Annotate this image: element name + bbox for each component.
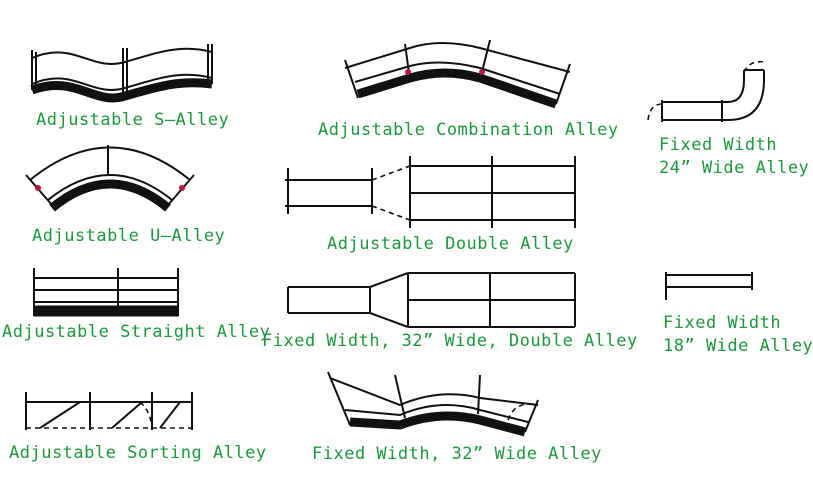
label-combination-alley: Adjustable Combination Alley: [318, 120, 619, 140]
label-sorting-alley: Adjustable Sorting Alley: [9, 443, 267, 463]
label-s-alley: Adjustable S–Alley: [36, 110, 230, 130]
label-fixed-24-line2: 24” Wide Alley: [659, 158, 810, 178]
label-fixed-32-alley: Fixed Width, 32” Wide Alley: [312, 444, 602, 464]
u-alley-drawing: [25, 145, 195, 212]
alley-catalog-diagram: Adjustable S–Alley Adjustable Combinatio…: [2, 39, 813, 464]
fixed-32-double-alley-drawing: [287, 272, 576, 328]
combination-alley-drawing: [344, 39, 571, 109]
sorting-alley-drawing: [25, 392, 193, 430]
label-fixed-18-line1: Fixed Width: [663, 313, 782, 333]
label-double-alley: Adjustable Double Alley: [327, 234, 574, 254]
fixed-24-alley-drawing: [647, 60, 765, 122]
double-alley-drawing: [285, 156, 576, 228]
label-fixed-24-line1: Fixed Width: [659, 135, 778, 155]
label-fixed-32-double-alley: Fixed Width, 32” Wide, Double Alley: [262, 331, 638, 351]
label-straight-alley: Adjustable Straight Alley: [2, 322, 271, 342]
label-fixed-18-line2: 18” Wide Alley: [663, 336, 813, 356]
fixed-18-alley-drawing: [665, 272, 753, 300]
alley-drawings: [25, 39, 765, 437]
s-alley-drawing: [30, 44, 213, 103]
label-u-alley: Adjustable U–Alley: [32, 226, 226, 246]
straight-alley-drawing: [33, 268, 179, 317]
fixed-32-alley-drawing: [327, 371, 539, 437]
